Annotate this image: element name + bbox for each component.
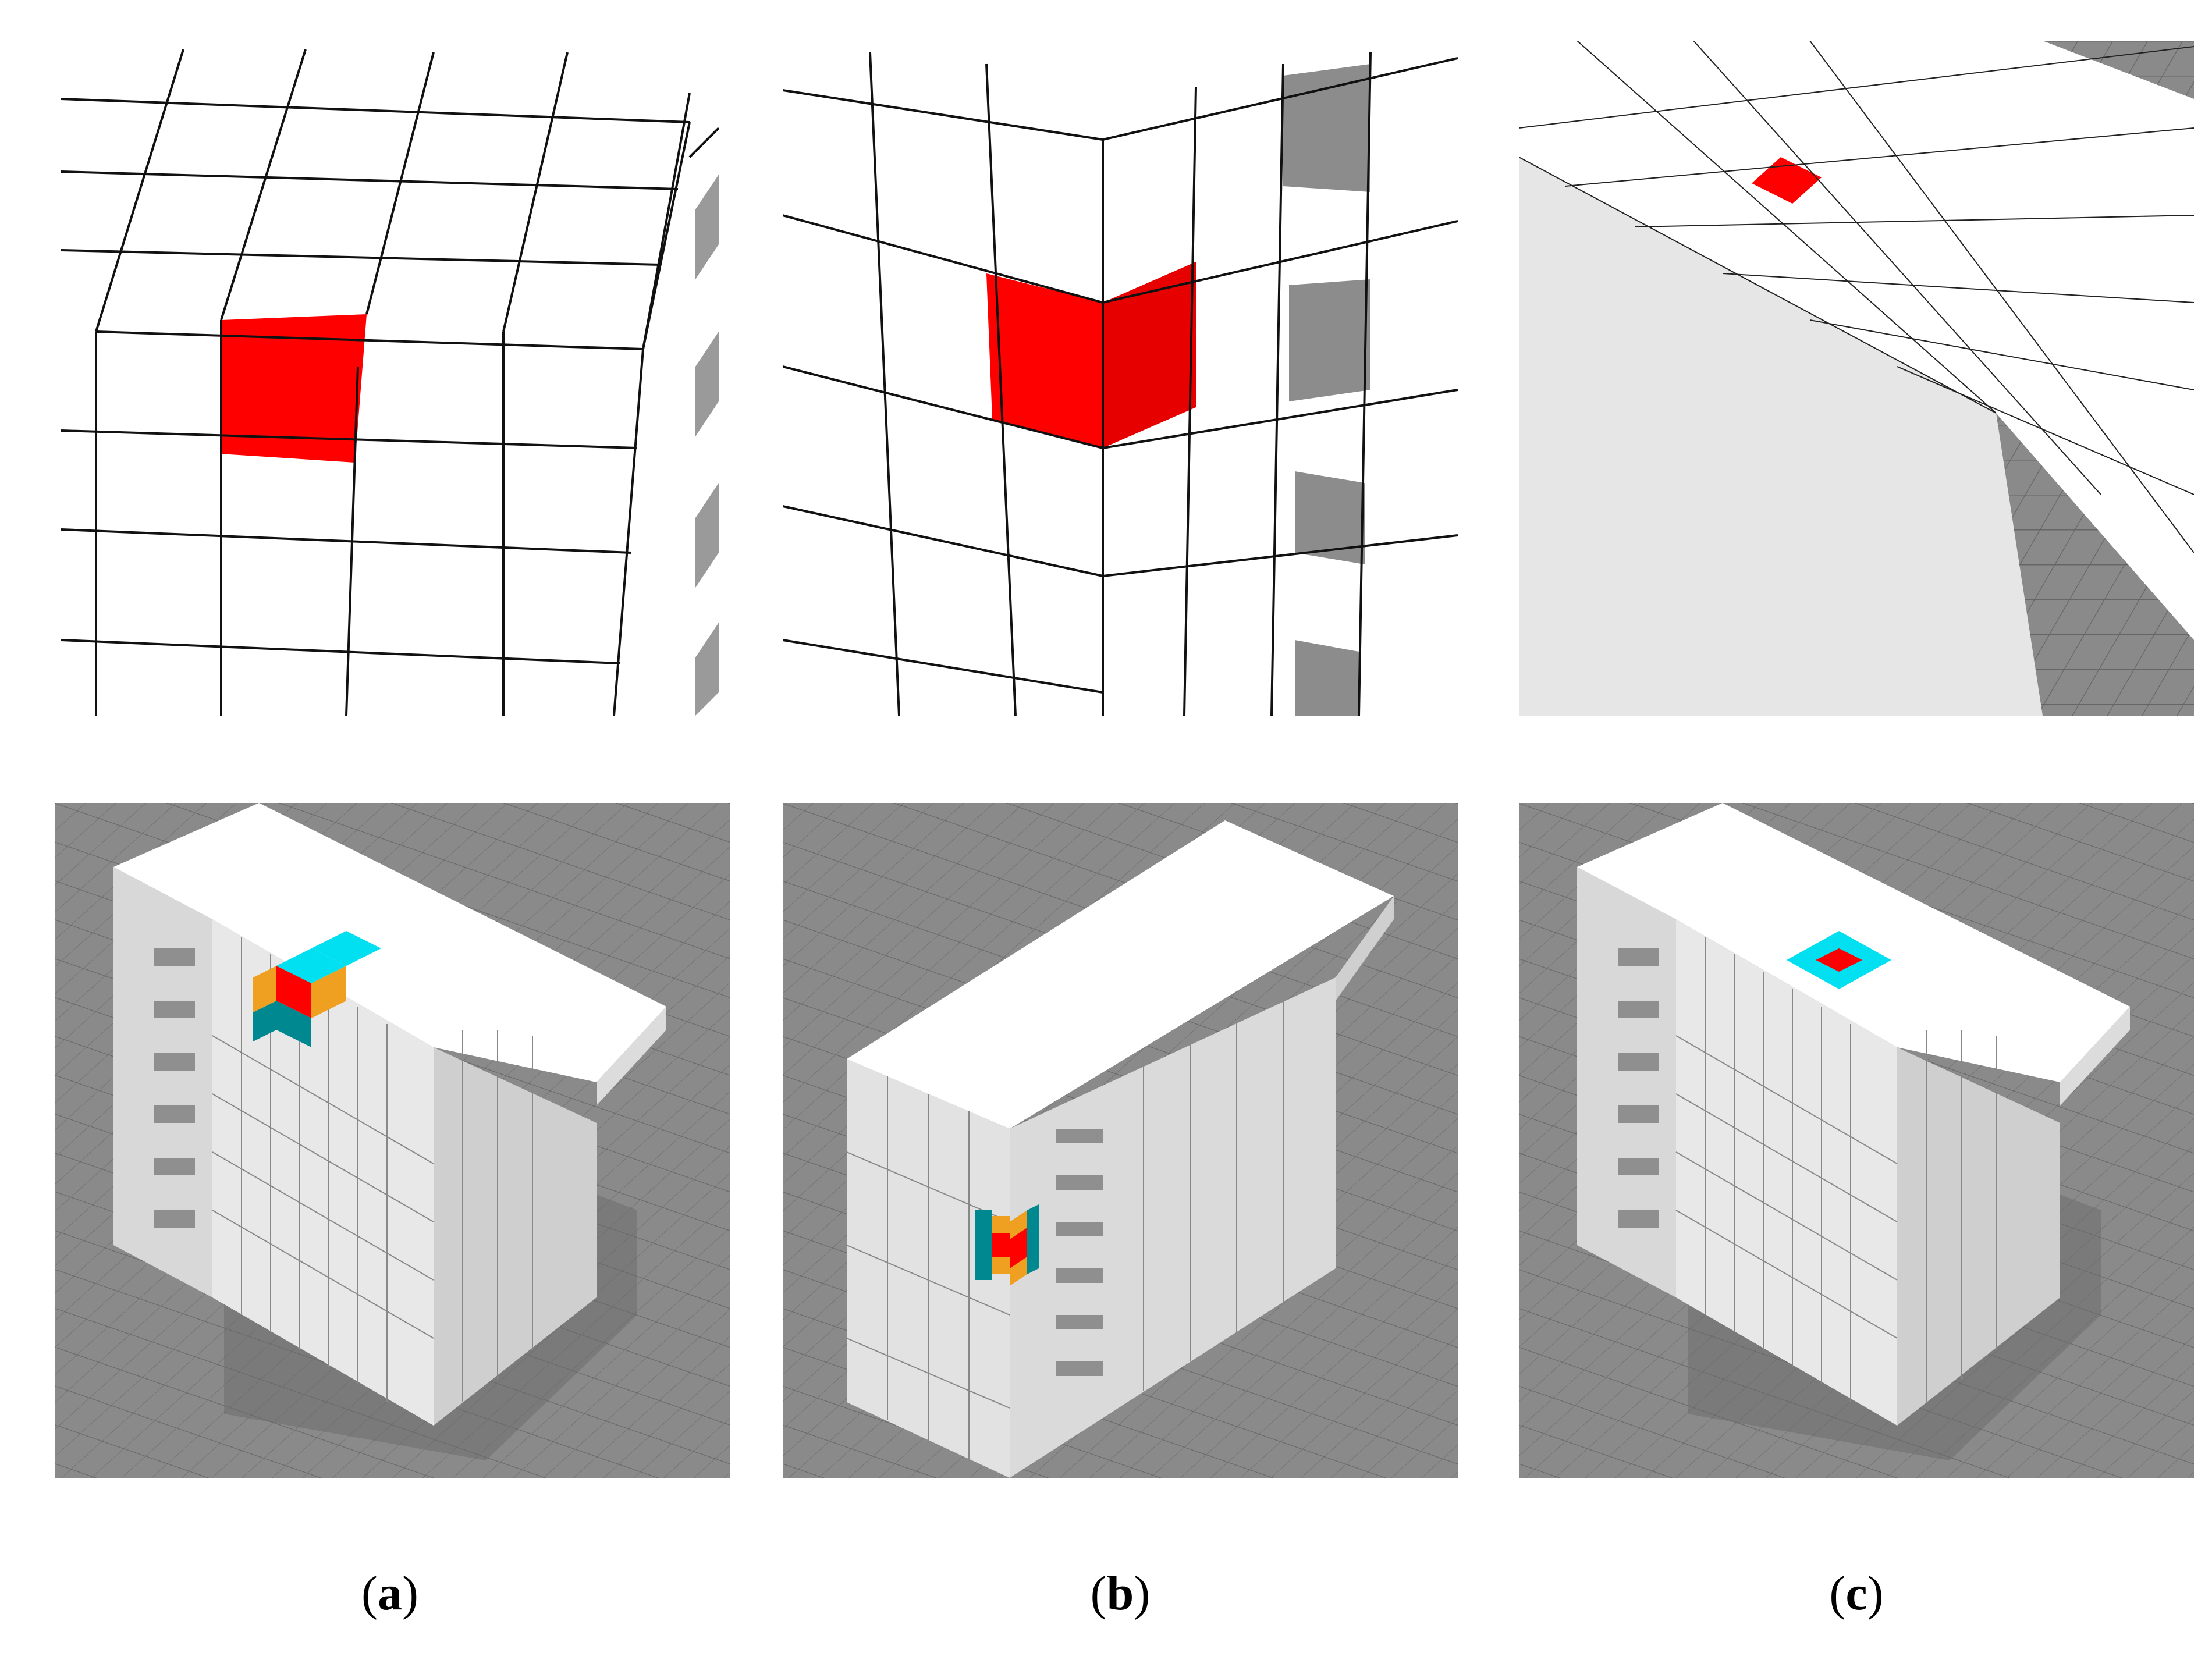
panel-top-a [55,41,719,716]
closeup-corner-grid [55,41,719,716]
building-left-face [1577,867,1676,1297]
selected-cell-red-side [1103,262,1196,448]
roof [1519,41,2194,640]
building-right-face [434,1047,597,1426]
neighborhood-highlight [253,931,381,1047]
caption-b: (b) [1090,1566,1151,1620]
building-right-face [1897,1047,2060,1426]
side-openings [1283,64,1370,716]
selected-cell-red [986,273,1103,448]
selected-cell-red [221,314,367,463]
panel-bottom-b [783,803,1458,1478]
building-right-face [1010,977,1336,1478]
selected-cell-red [1752,157,1822,204]
panel-bottom-a [55,803,730,1478]
neighborhood-highlight [1787,931,1891,989]
overview-building-c [1519,803,2194,1478]
caption-a: (a) [361,1566,418,1620]
neighborhood-highlight [975,1204,1039,1286]
building-front-face [212,919,434,1426]
building-roof [847,820,1394,1129]
closeup-edge-grid [783,41,1458,716]
building-front-face [1676,919,1897,1426]
caption-c: (c) [1829,1566,1884,1620]
panel-top-c [1519,41,2194,716]
closeup-roof-grid [1519,41,2194,716]
overview-building-a [55,803,730,1478]
building-roof [113,803,666,1082]
building-side [1519,157,2043,716]
overview-building-b [783,803,1458,1478]
building-left-face [113,867,212,1297]
side-slabs [695,175,719,716]
panel-bottom-c [1519,803,2194,1478]
panel-top-b [783,41,1458,716]
